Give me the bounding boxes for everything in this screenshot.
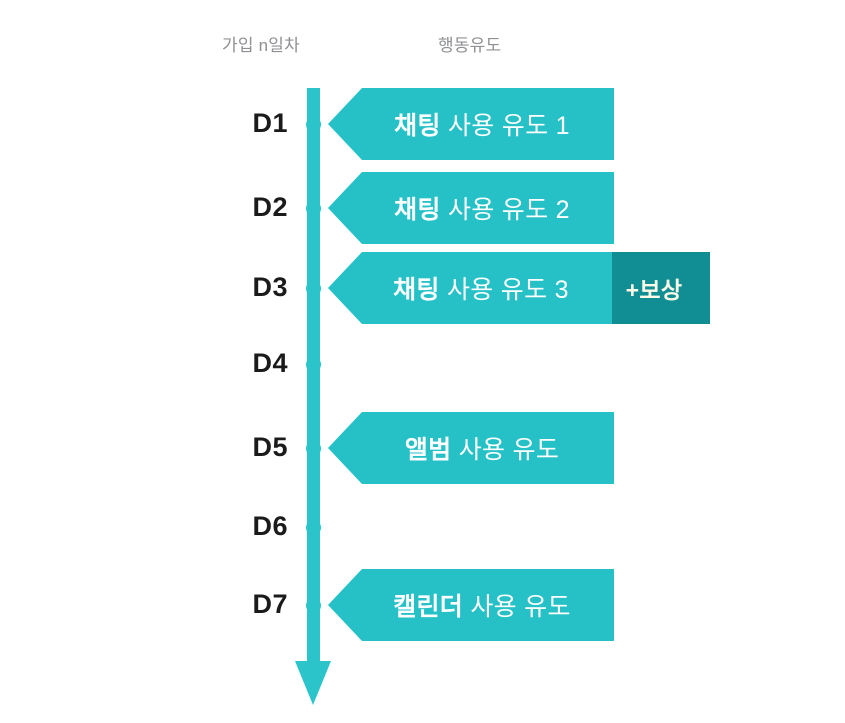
action-banner-keyword-d3: 채팅 [393, 276, 440, 304]
day-label-d1: D1 [252, 108, 288, 138]
reward-banner-label-d3: +보상 [625, 277, 683, 303]
timeline-node-d7 [306, 597, 321, 613]
action-banner-keyword-d2: 채팅 [394, 196, 441, 224]
action-banner-keyword-d7: 캘린더 [393, 593, 464, 621]
column-header-day: 가입 n일차 [222, 36, 300, 55]
column-header-action: 행동유도 [438, 36, 502, 55]
action-banner-d5[interactable]: 앨범 사용 유도 [328, 412, 614, 484]
action-banner-d7[interactable]: 캘린더 사용 유도 [328, 569, 614, 641]
timeline-axis [295, 88, 331, 705]
timeline-arrowhead-icon [295, 661, 331, 705]
action-banner-rest-d3: 사용 유도 3 [439, 276, 569, 304]
day-label-d3: D3 [252, 272, 288, 302]
timeline-node-d1 [306, 116, 321, 132]
timeline-node-d2 [306, 200, 321, 216]
action-banner-d2[interactable]: 채팅 사용 유도 2 [328, 172, 614, 244]
day-label-d5: D5 [252, 432, 288, 462]
action-banner-d3[interactable]: 채팅 사용 유도 3 [328, 252, 612, 324]
timeline-node-d6 [306, 519, 321, 535]
timeline-node-d3 [306, 280, 321, 296]
action-banner-rest-d2: 사용 유도 2 [440, 196, 570, 224]
day-label-d4: D4 [252, 348, 288, 378]
action-banner-label-d2: 채팅 사용 유도 2 [372, 190, 570, 226]
timeline-node-d5 [306, 440, 321, 456]
action-banner-label-d5: 앨범 사용 유도 [383, 430, 559, 466]
action-banner-d1[interactable]: 채팅 사용 유도 1 [328, 88, 614, 160]
action-banner-keyword-d1: 채팅 [394, 112, 441, 140]
timeline-node-d4 [306, 356, 321, 372]
action-banner-label-d1: 채팅 사용 유도 1 [372, 106, 570, 142]
day-label-d6: D6 [252, 511, 288, 541]
action-banner-label-d7: 캘린더 사용 유도 [371, 587, 571, 623]
day-label-d7: D7 [252, 589, 288, 619]
action-banner-label-d3: 채팅 사용 유도 3 [371, 270, 569, 306]
timeline-line [307, 88, 320, 661]
action-banner-rest-d1: 사용 유도 1 [440, 112, 570, 140]
action-banner-rest-d7: 사용 유도 [463, 593, 571, 621]
action-banner-keyword-d5: 앨범 [404, 436, 452, 464]
day-label-d2: D2 [252, 192, 288, 222]
action-banner-rest-d5: 사용 유도 [451, 436, 560, 464]
